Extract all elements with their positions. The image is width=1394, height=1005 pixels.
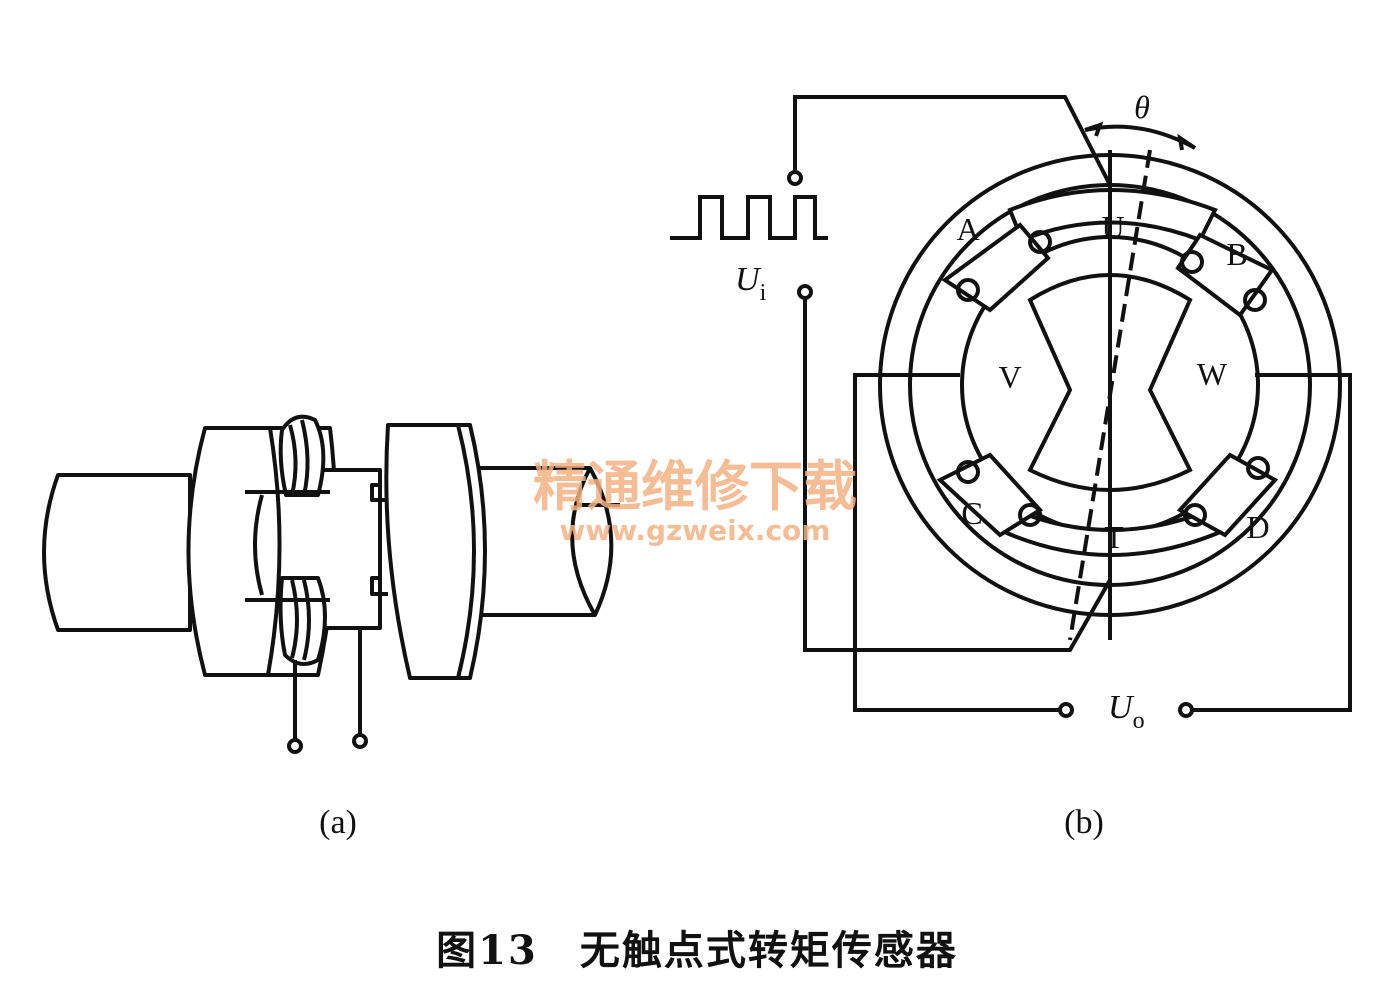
figure-caption: 图13 无触点式转矩传感器 [436, 927, 958, 974]
input-terminal-bottom [797, 284, 813, 300]
right-flange [384, 423, 487, 680]
left-shaft [42, 473, 192, 632]
lower-coil [278, 576, 327, 666]
terminal-a2 [352, 733, 368, 749]
panel-a-drawing [42, 414, 620, 754]
output-voltage-label: Uo [1108, 689, 1145, 734]
pole-label-U: U [1101, 209, 1124, 245]
panel-b-drawing [670, 95, 1352, 718]
terminal-a1 [287, 738, 303, 754]
pole-label-V: V [998, 359, 1021, 395]
panel-a-label: (a) [319, 804, 357, 841]
inner-shaft [318, 468, 382, 630]
output-terminal-right [1178, 702, 1194, 718]
pole-A [941, 222, 1051, 313]
angle-label: θ [1134, 89, 1150, 125]
input-voltage-label: Ui [735, 261, 767, 306]
pole-label-B: B [1226, 236, 1247, 272]
pole-label-D: D [1246, 509, 1269, 545]
pole-label-W: W [1197, 356, 1228, 392]
output-terminal-left [1058, 702, 1074, 718]
pole-shoe-U [1007, 188, 1218, 243]
watermark-url: www.gzweix.com [560, 514, 831, 547]
input-terminal-top [787, 170, 803, 186]
pole-B [1175, 232, 1275, 318]
pole-label-A: A [956, 211, 979, 247]
pole-label-C: C [961, 495, 982, 531]
watermark-title: 精通维修下载 [533, 455, 857, 518]
panel-b-label: (b) [1064, 804, 1104, 841]
pole-label-T: T [1104, 519, 1124, 555]
square-wave [670, 195, 828, 240]
